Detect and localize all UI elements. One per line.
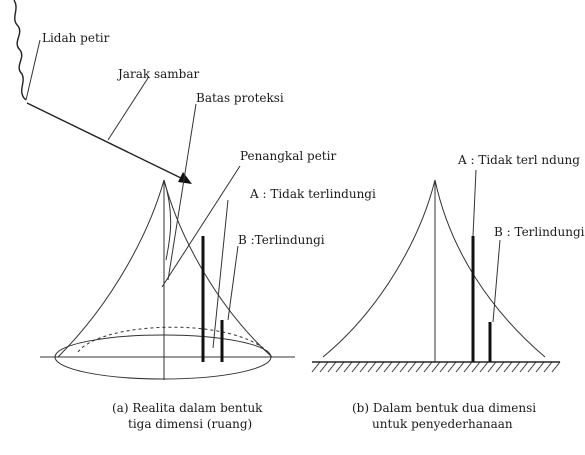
caption-left-1: (a) Realita dalam bentuk xyxy=(112,401,263,415)
label-a-right: A : Tidak terl ndung xyxy=(457,153,580,167)
object-a-pointer xyxy=(212,199,229,349)
object-a-2d-pointer xyxy=(472,169,477,237)
penangkal-petir-pointer xyxy=(161,165,241,288)
cone-left-2d xyxy=(322,179,436,358)
strike-distance-arc xyxy=(163,179,172,261)
label-b-left: B :Terlindungi xyxy=(238,233,325,247)
dotted-arc xyxy=(77,326,269,353)
label-penangkal-petir: Penangkal petir xyxy=(240,149,336,163)
protection-cone-right xyxy=(163,179,273,358)
protection-cone-left xyxy=(57,179,165,358)
caption-left-2: tiga dimensi (ruang) xyxy=(128,417,252,431)
caption-right-2: untuk penyederhanaan xyxy=(372,417,513,431)
label-b-right: B : Terlindungi xyxy=(494,225,585,239)
label-jarak-sambar: Jarak sambar xyxy=(116,67,199,81)
label-batas-proteksi: Batas proteksi xyxy=(196,91,284,105)
lidah-petir-pointer xyxy=(25,39,41,101)
lightning-leader xyxy=(13,0,27,101)
object-b-2d-pointer xyxy=(492,239,501,323)
arrowhead xyxy=(178,172,192,184)
object-b-pointer xyxy=(227,245,239,321)
label-a-left: A : Tidak terlindungi xyxy=(249,187,376,201)
figure-2d: A : Tidak terl ndung B : Terlindungi (b)… xyxy=(311,153,585,431)
jarak-sambar-arrow xyxy=(26,102,184,180)
ground-hatching xyxy=(311,361,561,373)
figure-3d: Lidah petir Jarak sambar Batas proteksi … xyxy=(13,0,376,431)
jarak-sambar-pointer xyxy=(107,77,149,141)
cone-right-2d xyxy=(434,179,546,358)
label-lidah-petir: Lidah petir xyxy=(42,31,110,45)
batas-proteksi-pointer xyxy=(167,103,197,281)
caption-right-1: (b) Dalam bentuk dua dimensi xyxy=(352,401,536,415)
